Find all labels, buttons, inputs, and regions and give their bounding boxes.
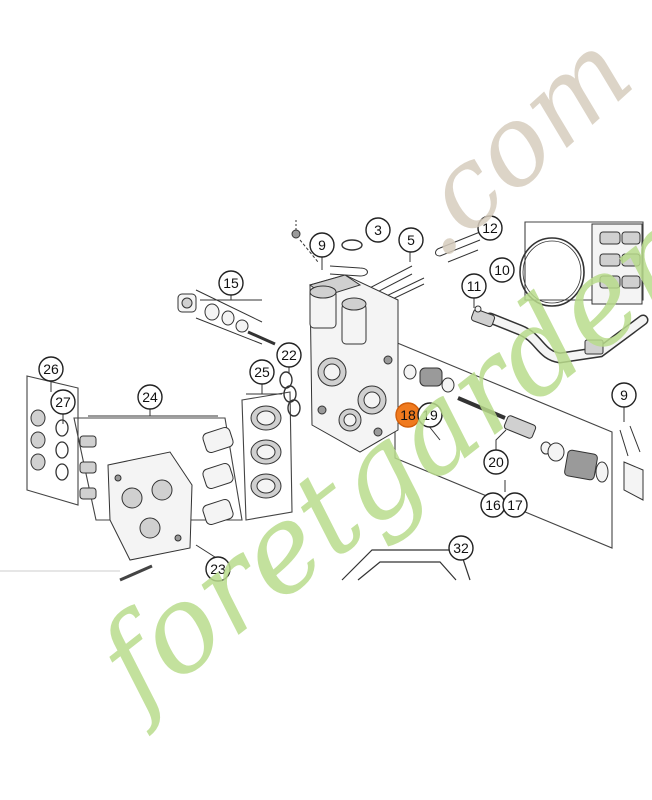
part-26-27-drawing bbox=[30, 409, 69, 481]
svg-text:10: 10 bbox=[494, 262, 510, 278]
callouts: 3 5 9 9 10 11 12 15 bbox=[38, 215, 637, 582]
callout-25: 25 bbox=[249, 359, 275, 385]
callout-32: 32 bbox=[448, 535, 474, 561]
svg-text:20: 20 bbox=[488, 454, 504, 470]
svg-text:9: 9 bbox=[620, 387, 628, 403]
svg-text:27: 27 bbox=[55, 394, 71, 410]
svg-text:16: 16 bbox=[485, 497, 501, 513]
svg-text:15: 15 bbox=[223, 275, 239, 291]
hose-drawing bbox=[470, 305, 649, 364]
callout-19: 19 bbox=[417, 402, 443, 428]
svg-text:24: 24 bbox=[142, 389, 158, 405]
svg-text:18: 18 bbox=[400, 407, 416, 423]
callout-15: 15 bbox=[218, 270, 244, 296]
callout-17: 17 bbox=[502, 492, 528, 518]
callout-11: 11 bbox=[461, 273, 487, 299]
callout-9-right: 9 bbox=[611, 382, 637, 408]
callout-10: 10 bbox=[489, 257, 515, 283]
svg-text:25: 25 bbox=[254, 364, 270, 380]
part-22-drawing bbox=[279, 371, 301, 417]
callout-24: 24 bbox=[137, 384, 163, 410]
svg-text:22: 22 bbox=[281, 347, 297, 363]
svg-text:26: 26 bbox=[43, 361, 59, 377]
callout-5: 5 bbox=[398, 227, 424, 253]
svg-text:17: 17 bbox=[507, 497, 523, 513]
part-32-drawing bbox=[341, 549, 471, 581]
svg-text:23: 23 bbox=[210, 561, 226, 577]
svg-text:5: 5 bbox=[407, 232, 415, 248]
svg-text:11: 11 bbox=[467, 278, 482, 294]
callout-16: 16 bbox=[480, 492, 506, 518]
callout-27: 27 bbox=[50, 389, 76, 415]
callout-12: 12 bbox=[477, 215, 503, 241]
callout-3: 3 bbox=[365, 217, 391, 243]
motor-assembly-drawing bbox=[519, 223, 643, 307]
part-24-drawing bbox=[79, 426, 234, 561]
callout-20: 20 bbox=[483, 449, 509, 475]
clip-9b-drawing bbox=[619, 425, 644, 501]
callout-22: 22 bbox=[276, 342, 302, 368]
svg-text:3: 3 bbox=[374, 222, 382, 238]
part-23-drawing bbox=[0, 564, 153, 582]
part-25-drawing bbox=[250, 405, 282, 499]
svg-text:32: 32 bbox=[453, 540, 469, 556]
leader-lines bbox=[50, 252, 625, 560]
svg-text:19: 19 bbox=[422, 407, 438, 423]
part-15-drawing bbox=[177, 289, 276, 346]
pump-head-drawing bbox=[308, 274, 399, 453]
unloader-drawing bbox=[403, 364, 609, 483]
callout-18: 18 bbox=[395, 402, 421, 428]
callout-9-top: 9 bbox=[309, 232, 335, 258]
svg-text:12: 12 bbox=[482, 220, 498, 236]
callout-26: 26 bbox=[38, 356, 64, 382]
svg-text:9: 9 bbox=[318, 237, 326, 253]
callout-23: 23 bbox=[205, 556, 231, 582]
